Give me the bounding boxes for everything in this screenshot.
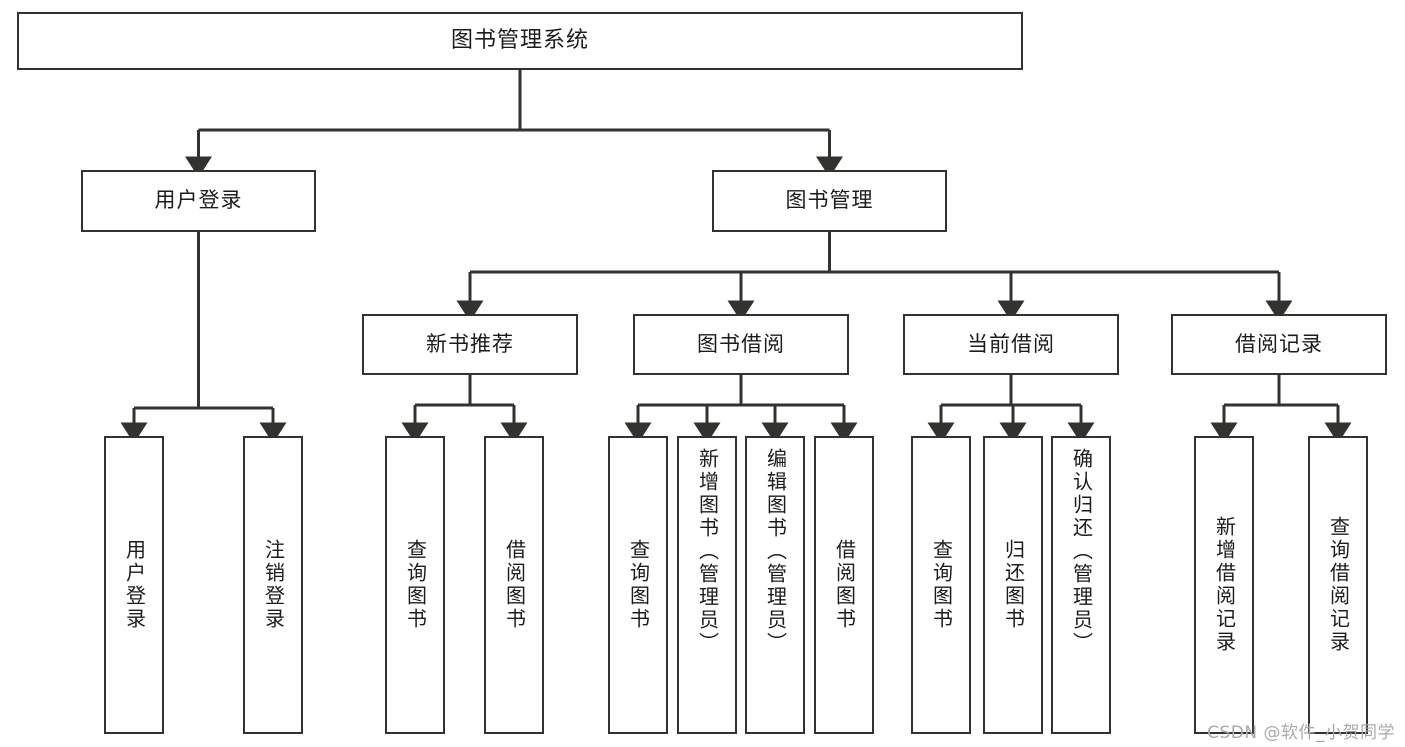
node-leaf-user-login[interactable]: 用户登录 (104, 436, 164, 734)
node-label: 查询图书 (403, 539, 428, 631)
node-label: 用户登录 (154, 188, 243, 213)
node-borrow-record[interactable]: 借阅记录 (1171, 314, 1387, 375)
node-leaf-query-record[interactable]: 查询借阅记录 (1308, 436, 1368, 734)
node-leaf-query-book-3[interactable]: 查询图书 (911, 436, 971, 734)
node-book-manage[interactable]: 图书管理 (712, 170, 947, 232)
node-leaf-query-book-1[interactable]: 查询图书 (385, 436, 445, 734)
node-leaf-add-record[interactable]: 新增借阅记录 (1194, 436, 1254, 734)
node-current-borrow[interactable]: 当前借阅 (903, 314, 1119, 375)
node-label: 借阅记录 (1235, 331, 1323, 356)
node-leaf-borrow-book-1[interactable]: 借阅图书 (484, 436, 544, 734)
node-label: 图书借阅 (697, 331, 785, 356)
node-label: 查询借阅记录 (1326, 516, 1351, 654)
node-label: 图书管理 (785, 188, 874, 213)
node-leaf-return-book[interactable]: 归还图书 (983, 436, 1043, 734)
node-label: 当前借阅 (967, 331, 1055, 356)
node-label: 注销登录 (261, 539, 286, 631)
node-leaf-borrow-book-2[interactable]: 借阅图书 (814, 436, 874, 734)
node-root[interactable]: 图书管理系统 (17, 12, 1023, 70)
node-leaf-query-book-2[interactable]: 查询图书 (608, 436, 668, 734)
node-label: 用户登录 (122, 539, 147, 631)
node-leaf-add-book[interactable]: 新增图书（管理员） (677, 436, 737, 734)
node-new-book-recommend[interactable]: 新书推荐 (362, 314, 578, 375)
node-label: 查询图书 (929, 539, 954, 631)
node-label: 编辑图书（管理员） (763, 448, 788, 655)
node-label: 新书推荐 (426, 331, 514, 356)
node-label: 确认归还（管理员） (1069, 448, 1094, 655)
node-leaf-logout[interactable]: 注销登录 (243, 436, 303, 734)
node-label: 查询图书 (626, 539, 651, 631)
node-label: 借阅图书 (832, 539, 857, 631)
node-label: 新增借阅记录 (1212, 516, 1237, 654)
node-label: 借阅图书 (502, 539, 527, 631)
node-book-borrow[interactable]: 图书借阅 (633, 314, 849, 375)
node-label: 图书管理系统 (450, 27, 589, 53)
node-label: 归还图书 (1001, 539, 1026, 631)
node-leaf-edit-book[interactable]: 编辑图书（管理员） (745, 436, 805, 734)
node-leaf-confirm-return[interactable]: 确认归还（管理员） (1051, 436, 1111, 734)
node-user-login[interactable]: 用户登录 (81, 170, 316, 232)
node-label: 新增图书（管理员） (695, 448, 720, 655)
